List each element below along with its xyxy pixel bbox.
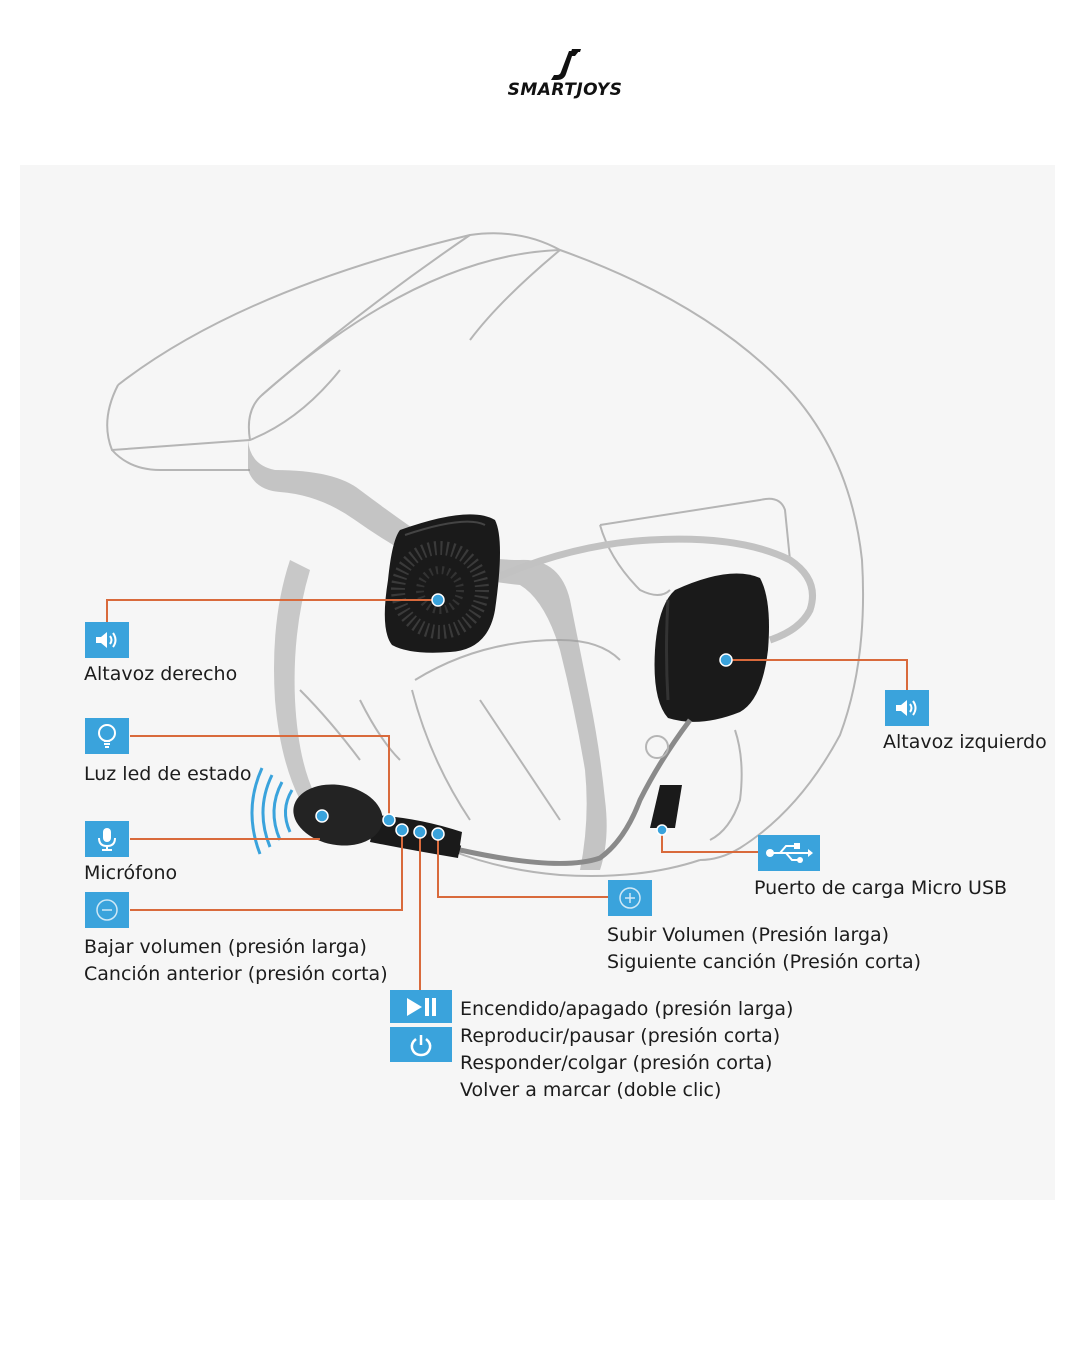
multifunction-label-line-4: Volver a marcar (doble clic) [460, 1079, 722, 1101]
usb-icon-box [758, 835, 820, 871]
diagram-background [20, 165, 1055, 1200]
status-led-icon-box [85, 718, 129, 754]
multifunction-label-line-2: Reproducir/pausar (presión corta) [460, 1025, 781, 1047]
lightbulb-icon [98, 724, 116, 748]
speaker-connecting-wire [468, 535, 816, 644]
volume-up-label-line-1: Subir Volumen (Presión larga) [607, 924, 890, 946]
sound-waves-icon [250, 767, 294, 855]
brand-logo-mark [551, 49, 581, 80]
right-speaker [384, 514, 500, 653]
play-pause-icon-box [390, 990, 452, 1023]
helmet-padding [248, 440, 607, 870]
usb-connector [650, 785, 682, 828]
volume-down-label-line-2: Canción anterior (presión corta) [84, 963, 388, 985]
status-led-label: Luz led de estado [84, 763, 252, 785]
microphone-icon-box [85, 821, 129, 857]
brand-name: SMARTJOYS [507, 80, 623, 100]
power-icon [410, 1034, 432, 1056]
brand-logo: SMARTJOYS [500, 48, 630, 108]
speaker-icon [96, 632, 117, 648]
charging-port-label: Puerto de carga Micro USB [754, 877, 1008, 899]
microphone-foam [293, 784, 383, 846]
leader-lines [106, 599, 908, 990]
helmet-padding-lower [274, 560, 315, 800]
volume-down-icon-box [85, 892, 129, 928]
microphone-icon [98, 828, 116, 851]
multifunction-label-line-3: Responder/colgar (presión corta) [460, 1052, 773, 1074]
volume-up-icon-box [608, 880, 652, 916]
microphone-label: Micrófono [84, 862, 178, 884]
play-pause-icon [407, 997, 436, 1016]
callout-dots [315, 593, 733, 841]
cable-clip [645, 735, 669, 759]
left-speaker [654, 573, 769, 722]
multifunction-label-line-1: Encendido/apagado (presión larga) [460, 998, 794, 1020]
boom-arm [459, 718, 693, 866]
right-speaker-icon-box [85, 622, 129, 658]
speaker-icon [896, 700, 917, 716]
right-speaker-label: Altavoz derecho [84, 663, 238, 685]
volume-up-label-line-2: Siguiente canción (Presión corta) [607, 951, 922, 973]
left-speaker-label: Altavoz izquierdo [883, 731, 1047, 753]
left-speaker-icon-box [885, 690, 929, 726]
power-icon-box [390, 1027, 452, 1062]
usb-icon [766, 843, 813, 863]
minus-circle-icon [96, 899, 118, 921]
plus-circle-icon [619, 887, 641, 909]
volume-down-label-line-1: Bajar volumen (presión larga) [84, 936, 367, 958]
